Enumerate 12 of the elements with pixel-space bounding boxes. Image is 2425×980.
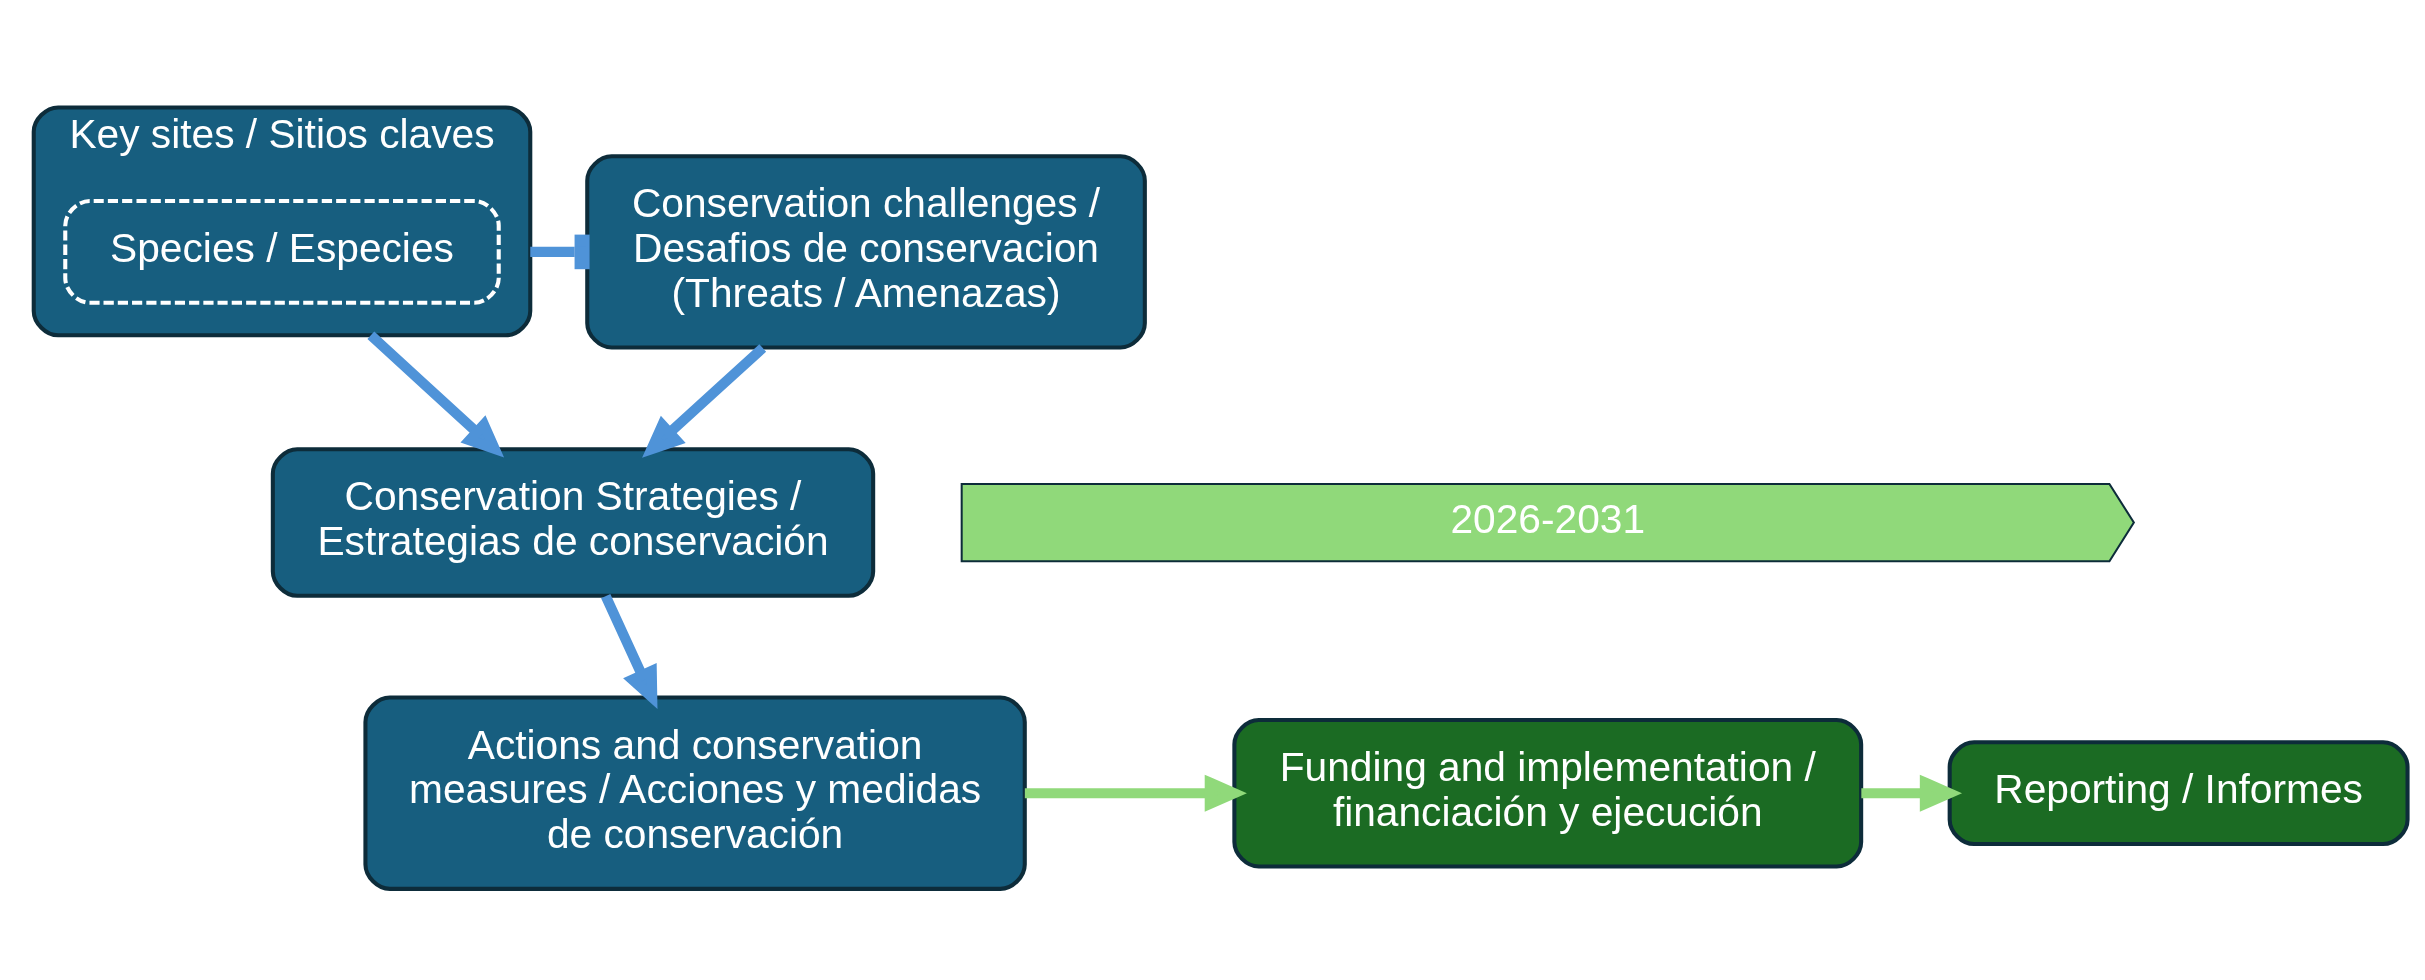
connector (530, 234, 590, 270)
arrow (642, 344, 767, 458)
arrow (601, 593, 658, 709)
node-box: Species / Especies (63, 199, 501, 305)
node-box: Conservation Strategies / Estrategias de conservación (270, 447, 876, 598)
arrow (1861, 774, 1963, 812)
arrow (1024, 774, 1247, 812)
node-box: Conservation challenges / Desafios de conservacion (Threats / Amenazas) (585, 154, 1147, 350)
node-box: Actions and conservation measures / Acciones y medidas de conservación (363, 695, 1027, 891)
arrow (367, 331, 505, 458)
node-box: Funding and implementation / financiación y ejecución (1232, 717, 1864, 869)
node-box: Reporting / Informes (1947, 740, 2410, 847)
